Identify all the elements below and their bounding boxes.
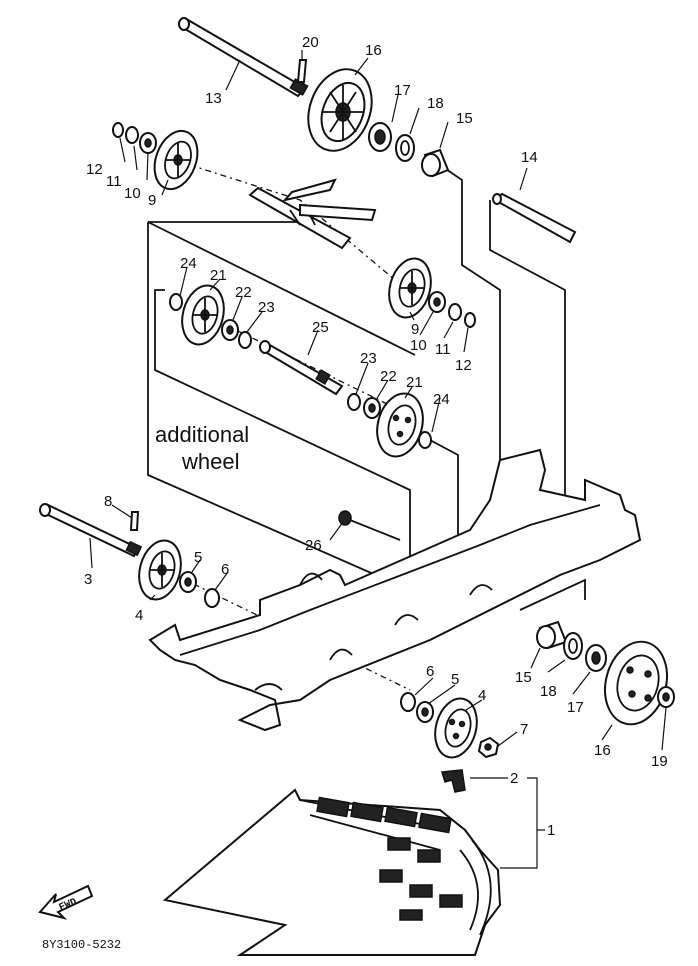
callout-13: 13 <box>205 90 222 107</box>
washer-5-lower <box>416 701 434 723</box>
bolt-26 <box>338 510 401 541</box>
slide-rail-bump-3 <box>469 584 493 596</box>
nut-6-left <box>204 588 220 608</box>
callout-15-upper: 15 <box>456 110 473 127</box>
wheel-21-right <box>376 392 424 458</box>
wheel-4-lower <box>434 697 478 759</box>
callout-23-upper: 23 <box>258 299 275 316</box>
cap-19 <box>657 686 675 708</box>
leader-lines <box>89 50 667 869</box>
annotation-wheel: wheel <box>181 449 239 474</box>
nut-6-lower <box>400 692 416 712</box>
callout-11-right: 11 <box>435 341 451 358</box>
annotation-additional: additional <box>155 422 249 447</box>
callout-25: 25 <box>312 319 329 336</box>
washer-5-left <box>179 571 197 593</box>
route-line-15 <box>439 164 501 460</box>
callout-17-upper: 17 <box>394 82 411 99</box>
slide-rail-bump-5 <box>254 683 283 691</box>
callout-26: 26 <box>305 537 322 554</box>
alignment-line-upper <box>189 164 396 281</box>
additional-wheel-box <box>147 221 411 592</box>
callout-19: 19 <box>651 753 668 770</box>
pin-20 <box>296 59 308 83</box>
track-1 <box>162 788 502 956</box>
callout-24-lower: 24 <box>433 391 450 408</box>
collar-15-lower <box>536 620 568 650</box>
slide-rail-bump-4 <box>329 648 353 661</box>
slide-rail-bump-2 <box>394 614 419 626</box>
pin-8 <box>129 511 140 531</box>
bearing-22-left <box>221 319 239 341</box>
callout-4-lower: 4 <box>478 687 486 704</box>
axle-25 <box>259 340 344 396</box>
callout-2: 2 <box>510 770 518 787</box>
slide-rail-inner <box>179 504 601 656</box>
callout-5-left: 5 <box>194 549 202 566</box>
callout-6-left: 6 <box>221 561 229 578</box>
seal-18-lower <box>563 632 583 660</box>
callout-6-lower: 6 <box>426 663 434 680</box>
rod-14 <box>492 192 577 244</box>
collar-15-top <box>421 148 450 178</box>
callout-12-right: 12 <box>455 357 472 374</box>
callout-10-upper: 10 <box>124 185 141 202</box>
nut-7 <box>477 736 500 759</box>
callout-22-lower: 22 <box>380 368 397 385</box>
wheel-9-upper <box>153 129 199 191</box>
wheel-21-left <box>181 284 225 346</box>
collar-23-right <box>347 393 361 411</box>
alignment-line-shaft <box>194 309 421 421</box>
route-line-14 <box>489 200 566 495</box>
slide-rail <box>148 448 642 732</box>
callout-22-upper: 22 <box>235 284 252 301</box>
callout-20: 20 <box>302 34 319 51</box>
cross-beam <box>248 178 377 250</box>
callout-17-lower: 17 <box>567 699 584 716</box>
catalog-code: 8Y3100-5232 <box>42 938 121 952</box>
callout-8: 8 <box>104 493 112 510</box>
alignment-line-lower <box>164 569 411 691</box>
bearing-22-right <box>363 397 381 419</box>
callout-21-lower: 21 <box>406 374 423 391</box>
callout-21-upper: 21 <box>210 267 227 284</box>
callout-7: 7 <box>520 721 528 738</box>
wheel-4-left <box>138 539 182 601</box>
wheel-9-right <box>388 257 432 319</box>
shaft-13 <box>178 17 309 98</box>
nut-24-left <box>169 293 183 311</box>
callout-1: 1 <box>547 822 555 839</box>
callout-16-lower: 16 <box>594 742 611 759</box>
washers-right <box>428 291 476 328</box>
wheel-16-top <box>307 68 373 152</box>
shaft-3 <box>39 503 143 558</box>
callout-10-right: 10 <box>410 337 427 354</box>
wheel-16-lower <box>604 640 668 726</box>
callout-18-upper: 18 <box>427 95 444 112</box>
callout-16-upper: 16 <box>365 42 382 59</box>
callout-9-right: 9 <box>411 321 419 338</box>
route-line-right <box>519 578 586 611</box>
callout-3: 3 <box>84 571 92 588</box>
callout-12-upper: 12 <box>86 161 103 178</box>
callout-15-lower: 15 <box>515 669 532 686</box>
seal-18-top <box>395 134 415 162</box>
bearing-17-lower <box>585 644 607 672</box>
slide-rail-bump-1 <box>299 572 323 586</box>
callout-9-upper: 9 <box>148 192 156 209</box>
callout-14: 14 <box>521 149 538 166</box>
callout-11-upper: 11 <box>106 173 122 190</box>
bearing-17-top <box>368 122 392 152</box>
additional-wheel-box-right <box>147 221 416 356</box>
callout-4-left: 4 <box>135 607 143 624</box>
callout-18-lower: 18 <box>540 683 557 700</box>
callout-23-lower: 23 <box>360 350 377 367</box>
clip-2 <box>441 769 466 793</box>
nut-24-right <box>418 431 432 449</box>
callout-5-lower: 5 <box>451 671 459 688</box>
collar-23-left <box>238 331 252 349</box>
fwd-arrow-icon: FWD <box>38 884 94 920</box>
callout-24-upper: 24 <box>180 255 197 272</box>
